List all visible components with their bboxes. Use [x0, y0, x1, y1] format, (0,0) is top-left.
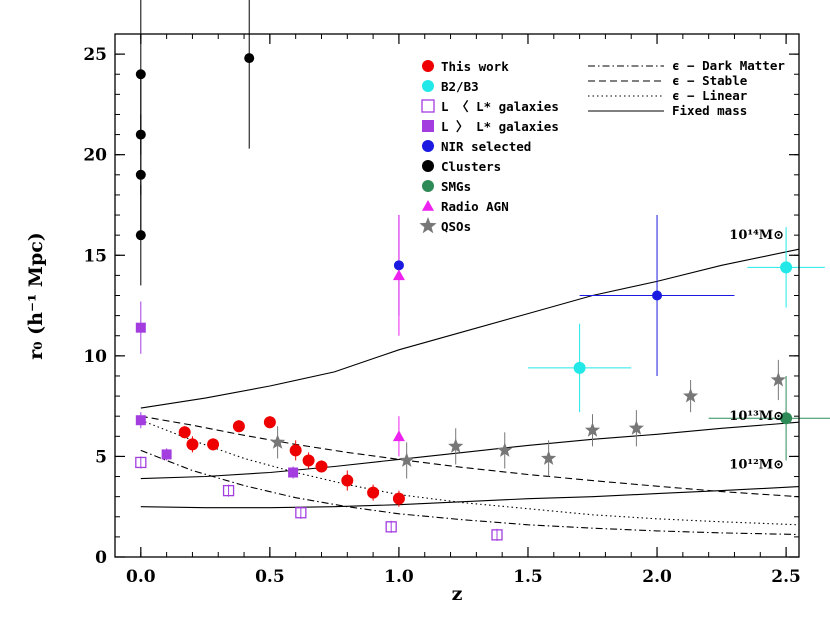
this-work-point: [263, 416, 276, 429]
legend-marker: [422, 180, 434, 192]
y-tick-label: 20: [83, 146, 107, 166]
model-curves: [140, 248, 800, 536]
curve-dashed: [140, 415, 800, 498]
x-tick-label: 1.0: [384, 567, 414, 587]
l-l-galaxies-point: [135, 322, 146, 333]
y-tick-label: 25: [83, 45, 107, 65]
b2-b3-point: [573, 361, 586, 374]
mass-label: 10¹²M⊙: [729, 457, 784, 472]
l-l-galaxies-point: [222, 484, 235, 497]
curve-dashdot: [140, 449, 800, 536]
nir-selected-point: [652, 290, 663, 301]
y-tick-label: 10: [83, 347, 107, 367]
l-l-galaxies-point: [288, 467, 299, 478]
legend-line-label: Fixed mass: [672, 103, 747, 118]
qsos-point: [584, 422, 601, 437]
x-tick-label: 2.5: [771, 567, 801, 587]
y-tick-label: 5: [95, 447, 107, 467]
l-l-galaxies-point: [161, 449, 172, 460]
legend-label: QSOs: [441, 219, 471, 234]
curve-solid: [140, 486, 800, 509]
this-work-point: [367, 486, 380, 499]
mass-label: 10¹⁴M⊙: [729, 228, 784, 243]
this-work-point: [315, 460, 328, 473]
legend-marker: [421, 99, 435, 113]
legend-marker: [419, 217, 437, 234]
legend-marker: [422, 60, 434, 72]
qsos-point: [770, 372, 786, 387]
clusters-point: [135, 129, 146, 140]
legend-label: B2/B3: [441, 79, 479, 94]
clusters-point: [135, 230, 146, 241]
ticks: 0.0 0.5 1.0 1.5 2.0 2.5 0 5 10 15 20 25: [83, 33, 801, 587]
legend-line-label: ϵ − Linear: [672, 88, 748, 103]
qsos-point: [270, 434, 286, 449]
legend-label: Clusters: [441, 159, 501, 174]
l-l-galaxies-point: [135, 456, 147, 469]
clusters-point: [135, 169, 146, 180]
this-work-point: [289, 444, 302, 457]
smgs-point: [780, 412, 793, 425]
this-work-point: [302, 454, 315, 467]
qsos-point: [628, 420, 644, 435]
x-axis-title: z: [452, 583, 463, 605]
x-tick-label: 1.5: [513, 567, 543, 587]
this-work-point: [178, 426, 191, 439]
qsos-point: [541, 450, 557, 465]
this-work-point: [186, 438, 199, 451]
legend-marker: [422, 200, 434, 211]
l-l-galaxies-point: [135, 415, 146, 426]
x-tick-label: 0.5: [255, 567, 285, 587]
l-l-galaxies-point: [385, 521, 397, 533]
curve-solid: [140, 248, 800, 409]
mass-label: 10¹³M⊙: [729, 409, 784, 424]
data-points: [135, 53, 793, 541]
this-work-point: [392, 492, 405, 505]
legend-line-label: ϵ − Stable: [672, 73, 748, 88]
x-tick-label: 0.0: [126, 567, 156, 587]
qsos-point: [399, 452, 415, 467]
l-l-galaxies-point: [491, 529, 503, 541]
legend-line-label: ϵ − Dark Matter: [672, 58, 785, 73]
legend-label: Radio AGN: [441, 199, 509, 214]
legend-marker: [422, 80, 434, 92]
legend-label: L 〉 L* galaxies: [441, 119, 559, 134]
qsos-point: [448, 438, 464, 453]
legend-marker: [422, 160, 434, 172]
legend-marker: [422, 120, 434, 132]
legend-label: L 〈 L* galaxies: [441, 99, 559, 114]
mass-labels: 10¹⁴M⊙ 10¹³M⊙ 10¹²M⊙: [729, 228, 784, 472]
curve-dotted: [140, 419, 800, 526]
nir-selected-point: [393, 260, 404, 271]
legend-label: This work: [441, 59, 509, 74]
curve-solid: [140, 421, 800, 480]
y-axis-title: r₀ (h⁻¹ Mpc): [25, 232, 47, 360]
clusters-point: [135, 69, 146, 80]
clusters-point: [244, 53, 255, 64]
y-tick-label: 0: [95, 548, 107, 568]
qsos-point: [683, 388, 699, 403]
legend-label: SMGs: [441, 179, 471, 194]
qsos-point: [497, 442, 513, 457]
radio-agn-point: [392, 269, 405, 281]
this-work-point: [207, 438, 220, 451]
b2-b3-point: [780, 261, 793, 274]
this-work-point: [341, 474, 354, 487]
x-tick-label: 2.0: [642, 567, 672, 587]
radio-agn-point: [392, 430, 405, 442]
this-work-point: [232, 420, 245, 433]
l-l-galaxies-point: [295, 507, 307, 519]
y-tick-label: 15: [83, 246, 107, 266]
legend-marker: [422, 140, 434, 152]
legend-label: NIR selected: [441, 139, 531, 154]
